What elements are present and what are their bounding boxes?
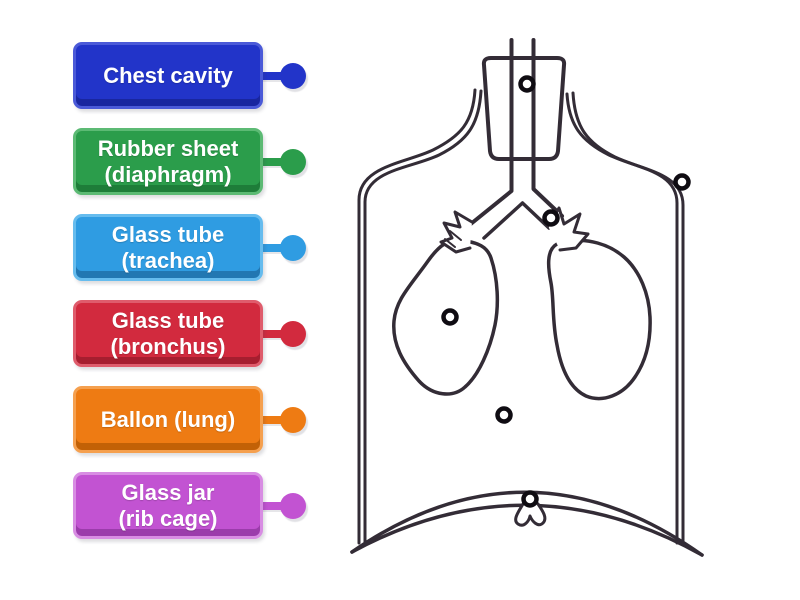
balloon-left-neck-tie — [439, 210, 474, 254]
draggable-label[interactable]: Glass tube (trachea) — [73, 214, 263, 281]
balloon-left-neck-hatch — [444, 230, 462, 248]
drop-target-group — [441, 75, 691, 508]
draggable-label[interactable]: Rubber sheet (diaphragm) — [73, 128, 263, 195]
draggable-label[interactable]: Glass tube (bronchus) — [73, 300, 263, 367]
glass-jar-left-wall-outer — [357, 88, 477, 545]
label-connector-stub — [258, 243, 284, 252]
label-connector-stub — [258, 501, 284, 510]
stopper — [481, 56, 567, 161]
drop-target-circle[interactable] — [542, 209, 560, 227]
label-connector-dot — [280, 234, 306, 261]
glass-tube-bronchus-inner-v — [482, 201, 551, 240]
drop-target-circle[interactable] — [521, 490, 539, 508]
diagram-line-art — [350, 38, 704, 557]
label-connector-stub — [258, 415, 284, 424]
label-connector-dot — [280, 62, 306, 89]
label-rubber-sheet: Rubber sheet (diaphragm) — [73, 128, 306, 195]
label-connector-stub — [258, 71, 284, 80]
draggable-label[interactable]: Ballon (lung) — [73, 386, 263, 453]
glass-tube-trachea-left-line — [465, 38, 514, 229]
label-glass-jar: Glass jar (rib cage) — [73, 472, 306, 539]
label-glass-tube-bronchus: Glass tube (bronchus) — [73, 300, 306, 367]
draggable-label[interactable]: Chest cavity — [73, 42, 263, 109]
label-connector-stub — [258, 329, 284, 338]
label-connector-stub — [258, 157, 284, 166]
label-list: Chest cavity Rubber sheet (diaphragm) Gl… — [73, 42, 306, 539]
draggable-label[interactable]: Glass jar (rib cage) — [73, 472, 263, 539]
drop-target-circle[interactable] — [441, 308, 459, 326]
label-connector-dot — [280, 492, 306, 519]
drop-target-circle[interactable] — [673, 173, 691, 191]
label-connector-dot — [280, 406, 306, 433]
label-chest-cavity: Chest cavity — [73, 42, 306, 109]
label-connector-dot — [280, 320, 306, 347]
glass-jar-left-wall-inner — [363, 89, 483, 545]
balloon-right — [546, 238, 652, 401]
drop-target-circle[interactable] — [495, 406, 513, 424]
label-glass-tube-trachea: Glass tube (trachea) — [73, 214, 306, 281]
drop-target-circle[interactable] — [518, 75, 536, 93]
rubber-sheet-knot — [514, 502, 547, 527]
label-connector-dot — [280, 148, 306, 175]
label-ballon-lung: Ballon (lung) — [73, 386, 306, 453]
